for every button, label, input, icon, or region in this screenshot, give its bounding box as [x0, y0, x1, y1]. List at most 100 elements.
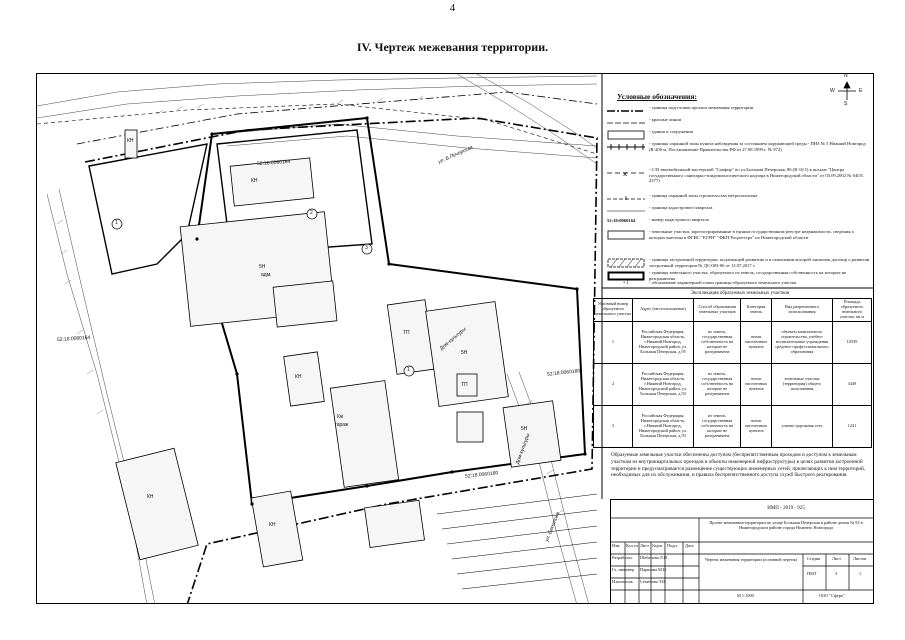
- parcel-number-label: 1: [407, 367, 410, 373]
- page-number: 4: [449, 2, 456, 14]
- red-line-boundary: [76, 91, 598, 145]
- building-label: 5Н: [461, 350, 468, 356]
- stamp-name: Семёнова Т.И.: [640, 579, 667, 584]
- stamp-organization: ООО "Сфера": [819, 593, 845, 598]
- page-title: IV. Чертеж межевания территории.: [356, 40, 549, 54]
- plus-line-icon: [607, 196, 645, 202]
- table-cell: земельные участки (территории) общего по…: [770, 362, 834, 406]
- legend-item: - границы земельного участка, образуемог…: [607, 270, 872, 284]
- table-header: Способ образования земельных участков: [693, 298, 742, 322]
- street-hatching: [436, 493, 598, 590]
- table-cell: объекты капитального строительства, учеб…: [770, 320, 834, 364]
- building-box-icon: [607, 130, 645, 140]
- buildings: [115, 129, 562, 568]
- building-label: 5Н: [259, 264, 266, 270]
- legend-item: • 1 - обозначение характерной точки гран…: [607, 280, 872, 289]
- table-cell: Российская Федерация, Нижегородская обла…: [631, 404, 695, 448]
- stamp-stage-header: Стадия: [807, 556, 821, 561]
- legend-title: Условные обозначения:: [617, 92, 697, 101]
- plots-table: Условный номер образуемого земельного уч…: [593, 298, 872, 448]
- parcel-number-label: 2: [310, 210, 313, 216]
- stamp-header: №док: [652, 543, 663, 548]
- table-cell: 10539: [832, 320, 872, 364]
- svg-text:x: x: [623, 170, 627, 178]
- building-label: КН: [269, 522, 276, 528]
- building-label: адм.: [261, 272, 272, 278]
- stamp-role: Н.контроль: [612, 579, 633, 584]
- legend-item: - красные линии: [607, 117, 872, 131]
- stamp-stage-value: ПМТ: [807, 571, 817, 576]
- table-row: 2 Российская Федерация, Нижегородская об…: [593, 362, 872, 406]
- stamp-stage-value: 1: [859, 571, 862, 576]
- table-cell: 1241: [832, 404, 872, 448]
- legend-item: - земельные участки, зарегистрированные …: [607, 229, 872, 255]
- building-label: 5Н: [521, 426, 528, 432]
- dashed-red-line-icon: [607, 122, 645, 124]
- stamp-role: Разработал: [612, 555, 633, 560]
- parcel-number-circles: [111, 208, 415, 377]
- table-row: 1 Российская Федерация, Нижегородская об…: [593, 320, 872, 364]
- parcel-2-boundary: [216, 129, 373, 251]
- building-label: Кж: [337, 414, 344, 420]
- table-header: Категория земель: [740, 298, 772, 322]
- map-linework: [37, 74, 598, 603]
- compass-rose: [838, 81, 856, 100]
- thick-box-icon: [607, 271, 645, 281]
- table-cell: 3: [593, 404, 633, 448]
- parcel-number-label: 3: [365, 245, 368, 251]
- characteristic-points: [195, 116, 587, 506]
- stamp-stage-header: Лист: [832, 556, 841, 561]
- legend-item: - граница кадастрового квартала: [607, 205, 872, 219]
- building-label: КН: [295, 374, 302, 380]
- x-line-icon: x: [607, 170, 645, 178]
- stamp-name: Паршина М.И.: [640, 567, 668, 572]
- empty-box-icon: [607, 230, 645, 240]
- legend-item: - здания и сооружения: [607, 129, 872, 143]
- legend-item: - границы охранной зоны пункта наблюдени…: [607, 141, 872, 165]
- stamp-sheet-title: Чертеж межевания территории (основной че…: [704, 557, 797, 562]
- building-label: КН: [147, 494, 154, 500]
- stamp-role: Гл. инженер: [612, 567, 635, 572]
- thin-line-icon: [607, 210, 645, 212]
- table-cell: 1: [593, 320, 633, 364]
- legend-item: x - СЗЗ автомобильной мастерской "Сапфир…: [607, 167, 872, 191]
- table-header-row: Условный номер образуемого земельного уч…: [593, 298, 872, 322]
- table-cell: 3449: [832, 362, 872, 406]
- table-header: Вид разрешенного использования: [770, 298, 834, 322]
- legend-item: - граница охранной зоны строительства ме…: [607, 193, 872, 207]
- building-label: ТП: [461, 382, 468, 388]
- map-hatching: [56, 95, 564, 515]
- table-cell: земли населенных пунктов: [740, 362, 772, 406]
- drawing-sheet: 1 2 1 3 52:18:0060164 52:18:0060164 52:1…: [36, 73, 874, 604]
- table-header: Условный номер образуемого земельного уч…: [593, 298, 633, 322]
- building-label: КН: [251, 178, 258, 184]
- stamp-header: Дата: [685, 543, 694, 548]
- legend-item: - граница подготовки проекта межевания т…: [607, 105, 872, 119]
- table-header: Адрес (местоположение): [631, 298, 695, 322]
- plots-table-title: Экспликация образуемых земельных участко…: [690, 291, 790, 296]
- table-cell: улично-дорожная сеть: [770, 404, 834, 448]
- stamp-header: Подп.: [667, 543, 678, 548]
- compass-north: N: [844, 73, 848, 79]
- stamp-code: ИМП - 2019 - 925: [767, 506, 805, 511]
- building-label: гараж: [335, 422, 349, 428]
- stamp-header: Лист: [640, 543, 649, 548]
- legend-item: 52:18:0060164 - номер кадастрового кварт…: [607, 217, 872, 231]
- title-block-grid: [611, 517, 873, 603]
- dash-dot-line-icon: [607, 110, 645, 112]
- building-label: ТП: [403, 330, 410, 336]
- table-cell: земли населенных пунктов: [740, 320, 772, 364]
- title-block: ИМП - 2019 - 925 Проект межевания террит…: [610, 499, 873, 603]
- hatched-line-icon: [607, 144, 645, 150]
- building-label: КН: [127, 138, 134, 144]
- project-boundary: [84, 117, 598, 603]
- table-cell: Российская Федерация, Нижегородская обла…: [631, 362, 695, 406]
- stamp-project-title: Проект межевания территории по улице Бол…: [709, 520, 863, 530]
- access-note: Образуемые земельные участки обеспечены …: [611, 452, 866, 479]
- compass-west: W: [830, 88, 835, 94]
- parcel-number-label: 1: [115, 220, 118, 226]
- hatched-box-icon: [607, 258, 645, 268]
- metro-zone-line: [37, 103, 598, 155]
- point-symbol-icon: • 1: [623, 281, 629, 286]
- table-cell: Российская Федерация, Нижегородская обла…: [631, 320, 695, 364]
